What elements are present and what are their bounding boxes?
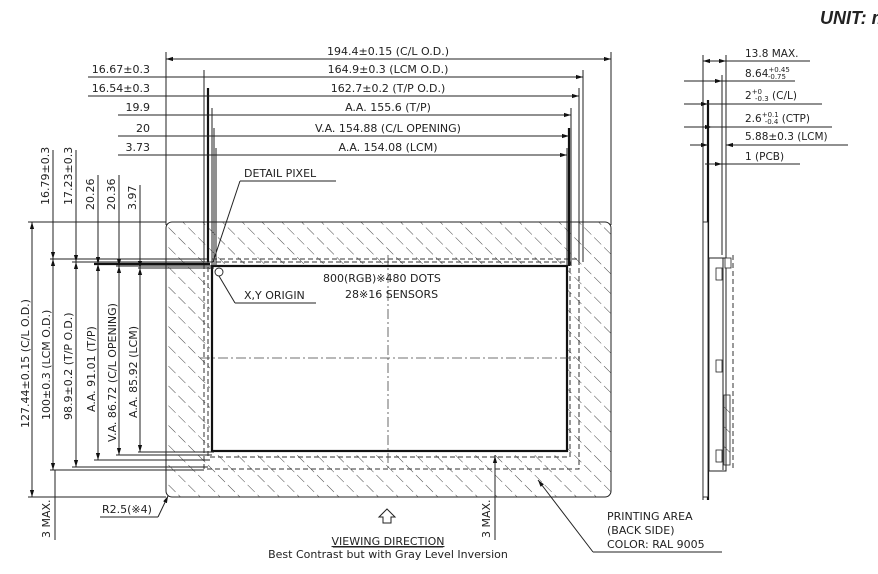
component-1	[715, 267, 723, 281]
contrast-note: Best Contrast but with Gray Level Invers…	[268, 548, 508, 561]
active-area-window	[210, 264, 568, 454]
xy-origin-marker	[214, 267, 224, 277]
fpc-connector	[724, 257, 732, 269]
dim-tp-od-width: 162.7±0.2 (T/P O.D.)	[331, 82, 446, 95]
dim-co-od-width: 194.4±0.15 (C/L O.D.)	[327, 45, 449, 58]
offset-tp-aa: 20.26	[84, 179, 97, 211]
lcm-active-area	[210, 264, 569, 453]
component-2	[715, 359, 723, 373]
side-view: 13.8 MAX. 8.64+0.45-0.75 2+0-0.3 (C/L) 2…	[684, 48, 848, 500]
dim-lcm-od-height: 100±0.3 (LCM O.D.)	[40, 310, 53, 420]
side-dim-pcb: 1 (PCB)	[745, 151, 784, 163]
offset-tp-od: 17.23±0.3	[62, 147, 75, 205]
dim-cl-opening-offset: 20	[136, 122, 150, 135]
dim-cl-od-height: 127.44±0.15 (C/L O.D.)	[19, 299, 32, 428]
side-dim-cover-lens: 2+0-0.3 (C/L)	[745, 88, 797, 103]
dim-cl-opening-height: V.A. 86.72 (C/L OPENING)	[106, 303, 119, 442]
side-dim-lcm: 5.88±0.3 (LCM)	[745, 131, 828, 143]
offset-lcm-od: 16.79±0.3	[39, 147, 52, 205]
dim-lcm-od-width: 164.9±0.3 (LCM O.D.)	[328, 63, 449, 76]
dim-lcm-aa-offset: 3.73	[126, 141, 151, 154]
thickness-max-bottom: 3 MAX.	[480, 499, 493, 538]
offset-cl-opening: 20.36	[105, 179, 118, 211]
xy-origin-label: X,Y ORIGIN	[244, 289, 305, 302]
sensors-label: 28※16 SENSORS	[345, 288, 438, 301]
component-3	[715, 449, 723, 463]
lcm-outline-dashed	[203, 258, 580, 470]
dim-lcm-od-offset: 16.67±0.3	[92, 63, 150, 76]
dim-tp-od-offset: 16.54±0.3	[92, 82, 150, 95]
front-view: 194.4±0.15 (C/L O.D.) 164.9±0.3 (LCM O.D…	[19, 45, 722, 561]
dim-tp-od-height: 98.9±0.2 (T/P O.D.)	[62, 312, 75, 420]
printing-area-color: COLOR: RAL 9005	[607, 538, 705, 551]
side-dim-total-thickness: 13.8 MAX.	[745, 48, 799, 60]
printing-area-side: (BACK SIDE)	[607, 524, 675, 537]
vertical-dimensions: 127.44±0.15 (C/L O.D.) 100±0.3 (LCM O.D.…	[19, 222, 143, 497]
dim-lcm-aa-width: A.A. 154.08 (LCM)	[338, 141, 437, 154]
corner-radius-label: R2.5(※4)	[102, 503, 152, 516]
thickness-max-left: 3 MAX.	[40, 499, 53, 538]
dim-tp-aa-offset: 19.9	[126, 101, 151, 114]
unit-label: UNIT: mm	[820, 8, 878, 28]
dim-cl-opening-width: V.A. 154.88 (C/L OPENING)	[315, 122, 461, 135]
cover-lens-profile	[702, 221, 709, 498]
side-dim-module-thickness: 8.64+0.45-0.75	[745, 66, 790, 81]
vertical-offsets: 16.79±0.3 17.23±0.3 20.26 20.36 3.97	[39, 147, 143, 268]
resolution-label: 800(RGB)※480 DOTS	[323, 272, 441, 285]
dim-tp-aa-height: A.A. 91.01 (T/P)	[85, 326, 98, 412]
printing-area-label: PRINTING AREA	[607, 510, 693, 523]
dim-lcm-aa-height: A.A. 85.92 (LCM)	[127, 326, 140, 418]
horizontal-dimensions: 194.4±0.15 (C/L O.D.) 164.9±0.3 (LCM O.D…	[88, 45, 611, 158]
offset-lcm-aa: 3.97	[126, 186, 139, 211]
fpc-hatched	[723, 394, 731, 466]
viewing-direction-arrow-icon	[377, 508, 397, 524]
viewing-direction-label: VIEWING DIRECTION	[332, 535, 445, 548]
detail-pixel-label: DETAIL PIXEL	[244, 167, 317, 180]
tp-outline-dashed	[207, 261, 571, 458]
side-dim-ctp: 2.6+0.1-0.4 (CTP)	[745, 111, 810, 126]
dim-tp-aa-width: A.A. 155.6 (T/P)	[345, 101, 431, 114]
